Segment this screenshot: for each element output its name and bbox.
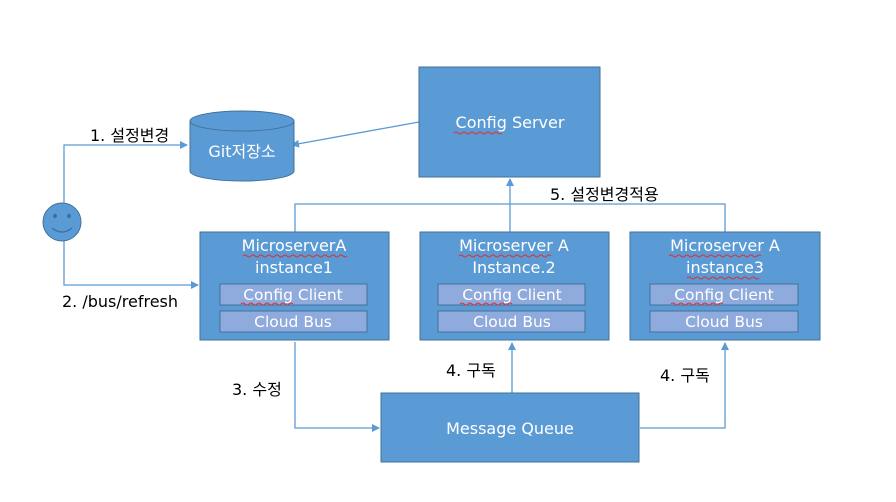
microservice-a-config-client: Config Client	[243, 286, 343, 304]
microservice-a-instance: instance1	[255, 258, 333, 277]
git-storage-label: Git저장소	[208, 142, 275, 161]
edge-label-change-config: 1. 설정변경	[90, 126, 169, 145]
edge-microservice-a-to-queue	[294, 342, 380, 432]
microservice-c-cloud-bus-box	[649, 310, 799, 333]
message-queue-label: Message Queue	[446, 419, 574, 438]
git-storage-node: Git저장소	[189, 110, 295, 182]
microservice-b-instance: Instance.2	[472, 258, 555, 277]
message-queue-node: Message Queue	[380, 392, 640, 463]
microservice-a-node: MicroserverA instance1 Config Client Clo…	[199, 231, 390, 341]
microservice-c-instance: instance3	[686, 258, 764, 277]
edge-label-bus-refresh: 2. /bus/refresh	[62, 292, 178, 311]
config-server-node: Config Server	[418, 66, 601, 178]
edge-user-to-git	[63, 141, 188, 205]
microservice-b-config-client: Config Client	[462, 286, 562, 304]
edge-user-to-microservice-a	[63, 241, 199, 289]
microservice-b-node: Microserver A Instance.2 Config Client C…	[419, 231, 610, 341]
microservice-a-title: MicroserverA	[242, 236, 347, 255]
config-server-label: Config Server	[456, 113, 565, 132]
microservice-c-node: Microserver A instance3 Config Client Cl…	[629, 231, 821, 341]
microservice-b-cloud-bus-box	[437, 310, 586, 333]
microservice-c-cloud-bus: Cloud Bus	[685, 313, 763, 331]
microservice-b-title: Microserver A	[459, 236, 569, 255]
microservice-b-cloud-bus: Cloud Bus	[473, 313, 551, 331]
edge-queue-to-microservice-c	[640, 342, 729, 429]
microservice-a-cloud-bus-box	[219, 310, 368, 333]
smiley-user-icon	[42, 202, 82, 242]
edge-label-subscribe-c: 4. 구독	[660, 366, 710, 385]
microservice-c-title: Microserver A	[670, 236, 780, 255]
microservice-c-config-client: Config Client	[674, 286, 774, 304]
microservice-b-config-client-box	[437, 283, 586, 306]
edge-config-server-to-git	[291, 121, 420, 148]
edge-label-apply-change: 5. 설정변경적용	[550, 185, 659, 204]
microservice-a-config-client-box	[219, 283, 368, 306]
microservice-c-config-client-box	[649, 283, 799, 306]
connectors	[63, 121, 729, 432]
edge-label-modify: 3. 수정	[232, 380, 282, 399]
microservice-a-cloud-bus: Cloud Bus	[254, 313, 332, 331]
edge-label-subscribe-b: 4. 구독	[446, 361, 496, 380]
